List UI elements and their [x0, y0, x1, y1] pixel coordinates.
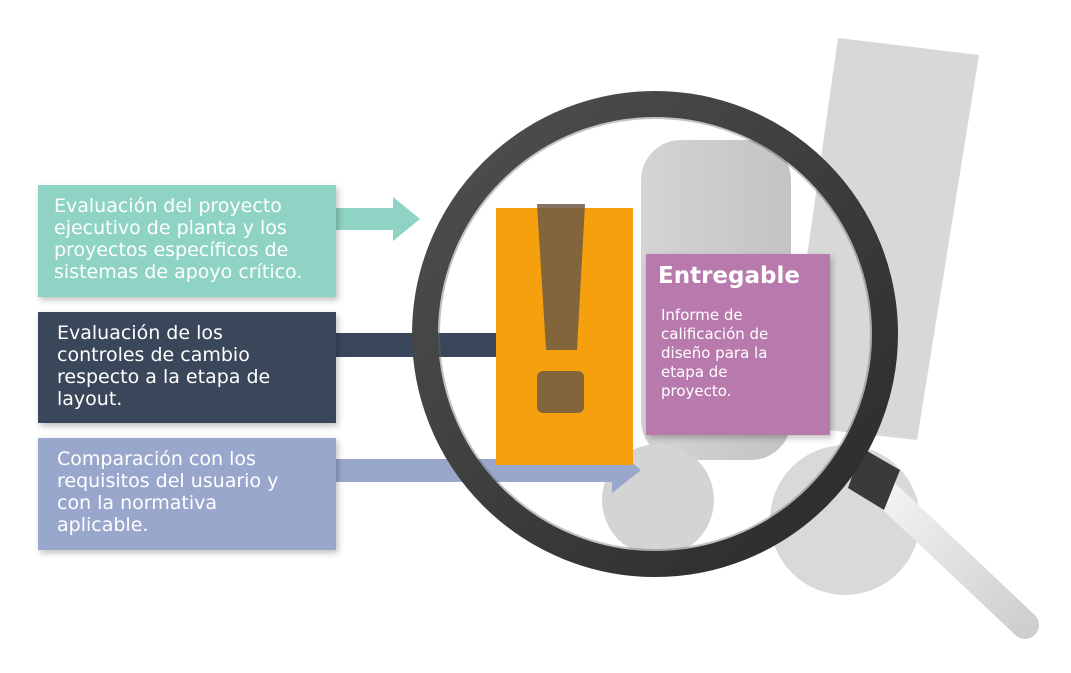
background-tall-gray-bar [783, 38, 979, 440]
arrow-step-3 [336, 447, 641, 493]
step-1-line-3: proyectos específicos de [54, 239, 289, 261]
deliverable-description: Informe de calificación de diseño para l… [661, 306, 768, 401]
step-1-line-1: Evaluación del proyecto [54, 195, 282, 217]
deliverable-line-4: etapa de [661, 363, 728, 381]
step-box-requirements-comparison: Comparación con los requisitos del usuar… [38, 438, 336, 550]
step-2-line-1: Evaluación de los [57, 322, 223, 344]
exclamation-mark-icon [537, 204, 585, 413]
step-3-line-4: aplicable. [57, 514, 149, 536]
step-1-line-2: ejecutivo de planta y los [54, 217, 287, 239]
deliverable-line-5: proyecto. [661, 382, 732, 400]
step-box-change-controls: Evaluación de los controles de cambio re… [38, 312, 336, 423]
step-1-line-4: sistemas de apoyo crítico. [54, 261, 303, 283]
deliverable-line-1: Informe de [661, 306, 743, 324]
step-3-line-3: con la normativa [57, 492, 218, 514]
step-3-line-1: Comparación con los [57, 448, 256, 470]
deliverable-line-2: calificación de [661, 325, 769, 343]
step-2-line-4: layout. [57, 388, 123, 410]
deliverable-line-3: diseño para la [661, 344, 768, 362]
deliverable-card: Entregable Informe de calificación de di… [646, 254, 830, 435]
deliverable-title: Entregable [658, 263, 800, 289]
step-3-line-2: requisitos del usuario y [57, 470, 279, 492]
step-2-line-3: respecto a la etapa de [57, 366, 271, 388]
arrow-step-1 [336, 197, 420, 241]
step-box-plant-evaluation: Evaluación del proyecto ejecutivo de pla… [38, 185, 336, 297]
step-2-line-2: controles de cambio [57, 344, 250, 366]
magnifying-glass-icon [412, 91, 1039, 639]
